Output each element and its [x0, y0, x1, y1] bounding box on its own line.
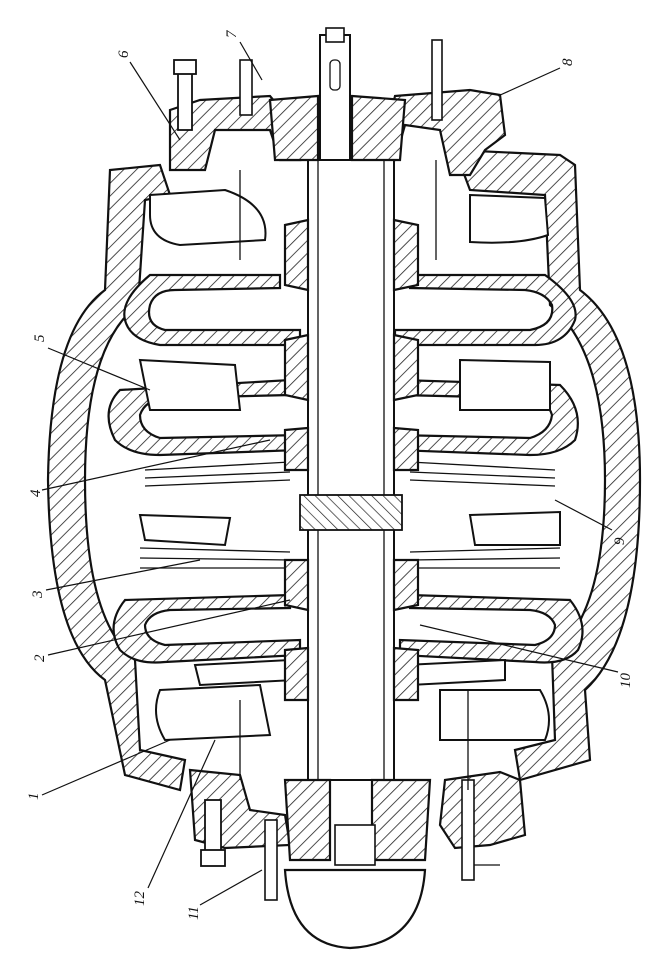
callout-4: 4 — [28, 489, 44, 497]
callout-2: 2 — [32, 654, 48, 662]
bottom-end-cap — [283, 868, 427, 950]
leader-lines — [41, 41, 619, 906]
callout-6: 6 — [116, 50, 132, 58]
callout-10: 10 — [618, 673, 634, 689]
tie-bolts — [173, 39, 500, 901]
callout-9: 9 — [612, 537, 628, 545]
callout-7: 7 — [224, 29, 240, 38]
callout-1: 1 — [26, 793, 42, 801]
callout-labels: 1 2 3 4 5 6 7 8 9 10 11 12 — [26, 29, 634, 920]
rotor-shaft — [268, 27, 432, 866]
callout-5: 5 — [32, 334, 48, 342]
callout-3: 3 — [30, 591, 46, 600]
callout-8: 8 — [560, 58, 576, 66]
callout-12: 12 — [132, 891, 148, 907]
callout-11: 11 — [186, 906, 202, 920]
stage-diaphragms — [107, 188, 584, 742]
